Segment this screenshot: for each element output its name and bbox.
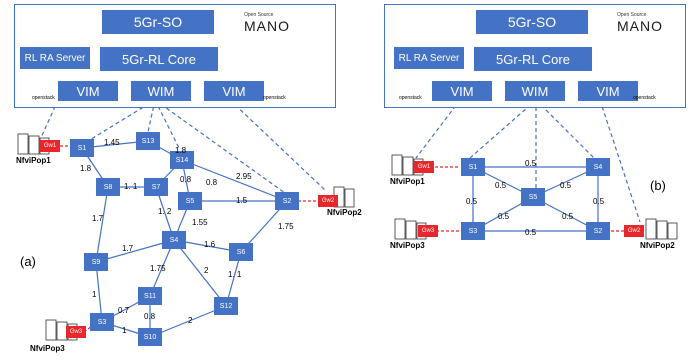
right-openstack2-label: openstack [633,95,656,101]
edge-weight: 0.8 [206,178,218,187]
left-node-s5: S5 [178,192,202,210]
edge-weight: 1.8 [80,164,92,173]
left-vim2: VIM [204,81,264,101]
right-rl-ra-server: RL RA Server [394,47,464,69]
left-caption: (a) [20,254,36,269]
left-node-s6: S6 [229,243,253,261]
left-node-s1: S1 [70,139,94,157]
edge-weight: 0.5 [495,181,507,190]
left-node-s12: S12 [214,297,238,315]
left-osm-mano: MANO [244,18,290,34]
right-openstack1-label: openstack [399,95,422,101]
edge-weight: 0.5 [525,159,537,168]
edge-weight: 1 [122,326,127,335]
edge-weight: 0.8 [144,312,156,321]
edge-weight: 2.95 [236,172,252,181]
edge-weight: 2 [188,316,193,325]
edge-weight: 1.7 [92,214,104,223]
right-node-s2: S2 [586,222,610,240]
right-wim: WIM [505,81,565,101]
edge-weight: 2 [204,266,209,275]
right-vim1: VIM [432,81,492,101]
left-nfvi2-label: NfviPop2 [327,208,362,217]
left-nfvi1-label: NfviPop1 [16,156,51,165]
edge-weight: 0.5 [466,197,478,206]
edge-weight: 1. 1 [228,270,242,279]
edge-weight: 1.5 [236,196,248,205]
edge-weight: 1.45 [104,138,120,147]
right-node-s1: S1 [461,158,485,176]
right-caption: (b) [650,178,666,193]
left-node-s4: S4 [162,231,186,249]
left-node-s7: S7 [144,178,168,196]
edge-weight: 0.5 [525,228,537,237]
right-osm-small: Open Source [617,12,647,18]
edge-weight: 0.5 [498,212,510,221]
right-nfvi3-label: NfviPop3 [390,241,425,250]
left-node-s9: S9 [84,253,108,271]
right-nfvi2-label: NfviPop2 [640,241,675,250]
edge-weight: 1.8 [175,146,187,155]
edge-weight: 0.8 [180,175,192,184]
edge-weight: 1. 2 [158,207,172,216]
left-node-s10: S10 [138,328,162,346]
left-gw3: Gw3 [66,326,86,338]
edge-weight: 1. 1 [124,182,138,191]
edge-weight: 0.7 [118,306,130,315]
left-so-box: 5Gr-SO [102,10,214,34]
right-node-s3: S3 [461,222,485,240]
edge-weight: 1.75 [150,264,166,273]
left-nfvi3-label: NfviPop3 [30,344,65,353]
right-gw2: Gw2 [624,225,644,237]
right-node-s4: S4 [586,158,610,176]
left-node-s2: S2 [275,192,299,210]
right-gw1: Gw1 [414,161,434,173]
edge-weight: 1.7 [122,244,134,253]
edge-weight: 0.5 [593,197,605,206]
edge-weight: 1.6 [204,240,216,249]
left-osm-small: Open Source [244,12,274,18]
left-wim: WIM [131,81,191,101]
edge-weight: 1 [92,290,97,299]
left-gw2: Gw2 [318,195,338,207]
left-rl-ra-server: RL RA Server [20,47,90,69]
right-nfvi1-label: NfviPop1 [390,177,425,186]
edge-weight: 1.75 [278,222,294,231]
right-gw3: Gw3 [418,225,438,237]
right-osm-mano: MANO [617,18,663,34]
right-rl-core-box: 5Gr-RL Core [474,47,592,71]
left-rl-core-box: 5Gr-RL Core [100,47,218,71]
left-gw1: Gw1 [40,140,60,152]
edge-weight: 1.55 [192,218,208,227]
right-vim2: VIM [578,81,638,101]
left-node-s8: S8 [96,178,120,196]
right-node-s5: S5 [521,188,545,206]
left-openstack2-label: openstack [263,95,286,101]
left-node-s14: S14 [170,151,194,169]
left-node-s3: S3 [90,313,114,331]
right-so-box: 5Gr-SO [476,10,588,34]
left-vim1: VIM [58,81,118,101]
edge-weight: 0.5 [562,212,574,221]
left-openstack1-label: openstack [32,95,55,101]
edge-weight: 0.5 [560,181,572,190]
left-node-s11: S11 [138,287,162,305]
left-node-s13: S13 [136,132,160,150]
